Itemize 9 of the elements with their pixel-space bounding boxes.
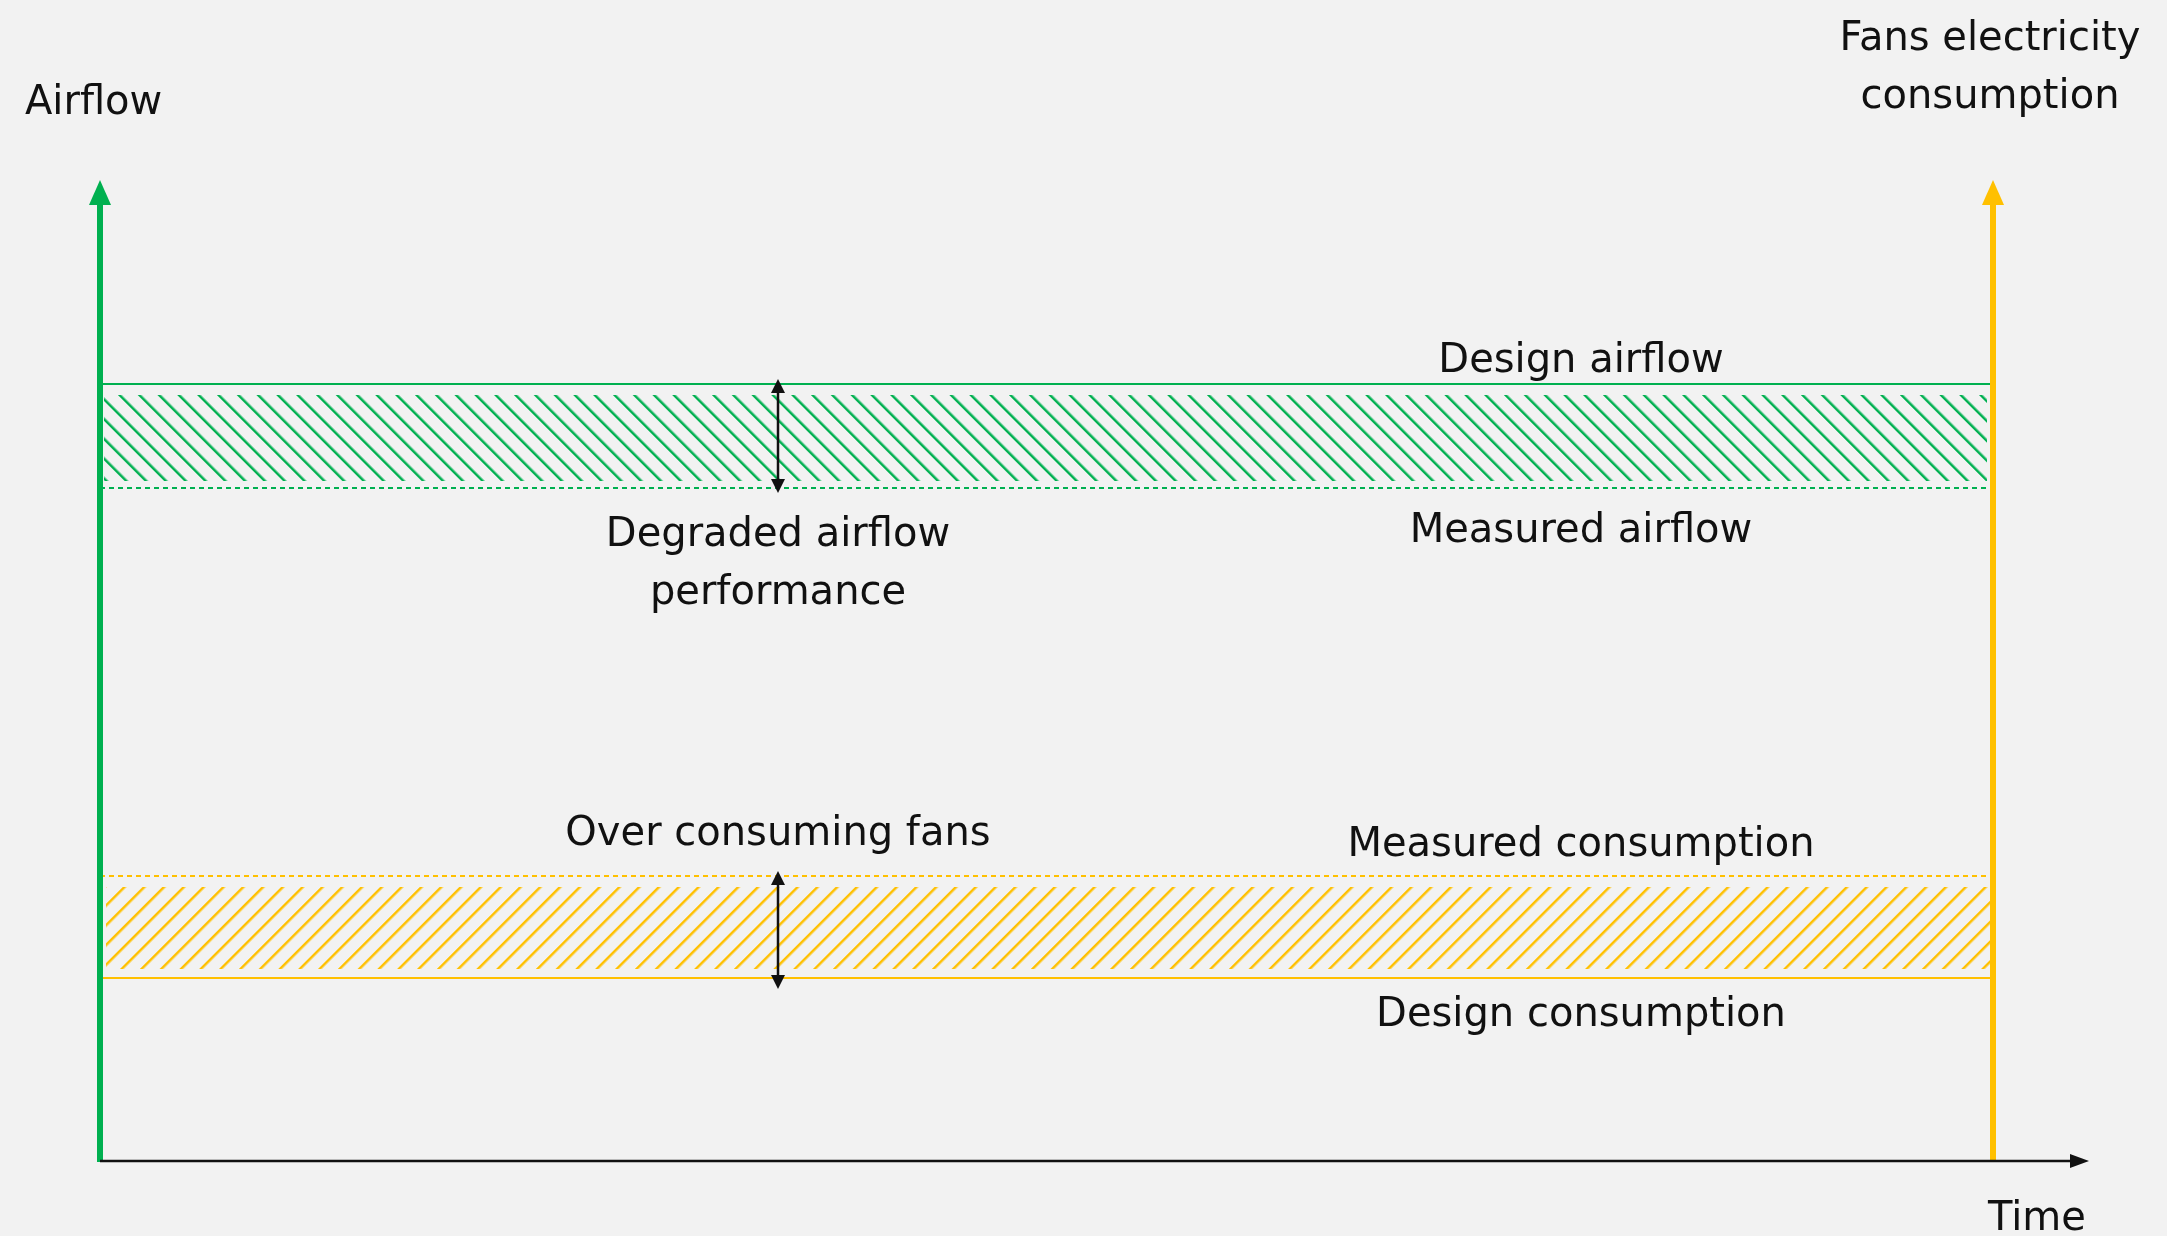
axis-label: Degraded airflow performance [604, 508, 952, 615]
axis-label: Measured airflow [1409, 504, 1753, 553]
axis-label: Measured consumption [1347, 818, 1815, 867]
axis-label: Airflow [25, 76, 163, 125]
axis-label: Design airflow [1438, 334, 1724, 383]
axis-label: Fans electricity consumption [1838, 12, 2142, 119]
axis-label: Design consumption [1376, 988, 1786, 1037]
axis-label: Over consuming fans [565, 807, 991, 856]
axis-label: Time [1988, 1192, 2086, 1236]
